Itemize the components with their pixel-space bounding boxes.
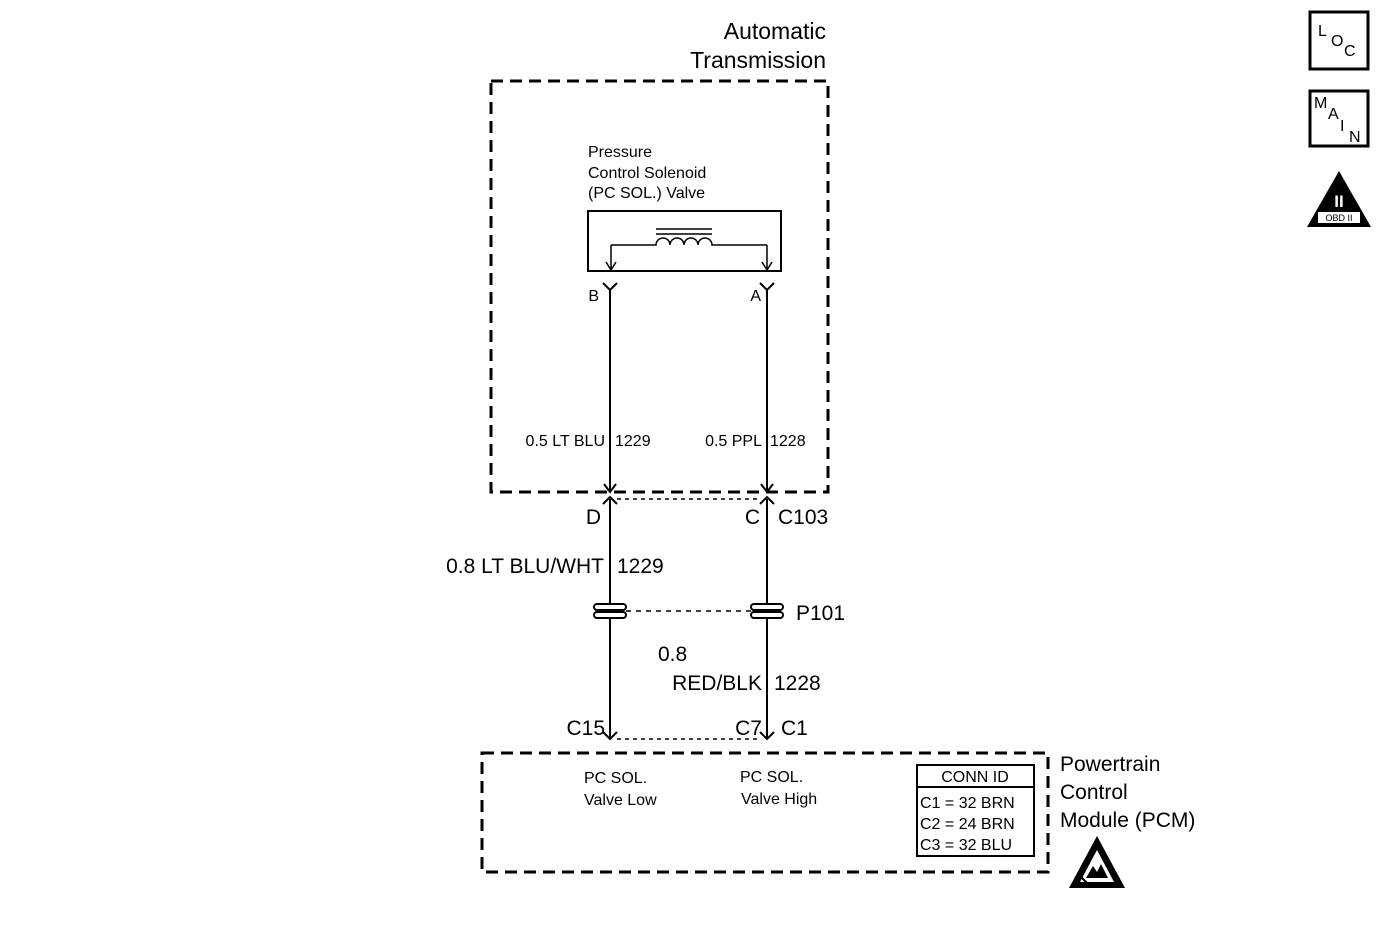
conn-id-row: C1 = 32 BRN <box>920 795 1015 812</box>
wire-1229-upper-color: 0.5 LT BLU <box>526 433 605 450</box>
pcm-pin-high-line2: Valve High <box>741 791 817 808</box>
pin-c7-label: C7 <box>735 717 762 740</box>
svg-text:C: C <box>1344 43 1356 60</box>
transmission-boundary <box>489 79 830 494</box>
pcm-label-line2: Control <box>1060 781 1128 804</box>
wire-1229-lower-color: 0.8 LT BLU/WHT <box>446 555 604 578</box>
wire-1228-lower-color: RED/BLK <box>672 672 762 695</box>
svg-text:I: I <box>1340 118 1344 135</box>
wire-1229-lower-circuit: 1229 <box>617 555 664 578</box>
solenoid-pin-b <box>602 282 618 292</box>
svg-text:A: A <box>1328 106 1339 123</box>
pin-a-label: A <box>750 288 761 305</box>
solenoid-label-line1: Pressure <box>588 144 652 161</box>
connector-c103-label: C103 <box>778 506 828 529</box>
connector-c1 <box>602 731 775 741</box>
wire-1228-lower-circuit: 1228 <box>774 672 821 695</box>
connector-p101 <box>593 603 784 619</box>
main-button[interactable]: M A I N <box>1308 89 1370 148</box>
conn-id-row: C2 = 24 BRN <box>920 816 1015 833</box>
wire-1228-upper-color: 0.5 PPL <box>705 433 762 450</box>
connector-p101-label: P101 <box>796 602 845 625</box>
wire-1229-upper-circuit: 1229 <box>615 433 651 450</box>
solenoid-label-line3: (PC SOL.) Valve <box>588 185 705 202</box>
transmission-label-line1: Automatic <box>724 18 826 44</box>
conn-id-header: CONN ID <box>941 769 1009 786</box>
svg-text:N: N <box>1349 129 1361 146</box>
conn-id-row: C3 = 32 BLU <box>920 837 1012 854</box>
obd-ii-label: OBD II <box>1325 213 1352 223</box>
svg-text:L: L <box>1318 23 1327 40</box>
obd-ii-icon[interactable]: II OBD II <box>1307 171 1371 227</box>
wire-1228-lower-gauge: 0.8 <box>658 643 687 666</box>
pcm-pin-low-line1: PC SOL. <box>584 770 647 787</box>
pin-c-label: C <box>745 506 760 529</box>
solenoid-component <box>587 210 782 272</box>
solenoid-pin-a <box>759 282 775 292</box>
pin-c15-label: C15 <box>566 717 605 740</box>
loc-button[interactable]: L O C <box>1308 10 1370 71</box>
pin-b-label: B <box>588 288 599 305</box>
obd-ii-numeral: II <box>1334 192 1343 211</box>
esd-warning-icon <box>1069 836 1125 888</box>
solenoid-label-line2: Control Solenoid <box>588 165 706 182</box>
conn-id-table: CONN ID C1 = 32 BRN C2 = 24 BRN C3 = 32 … <box>916 764 1035 857</box>
svg-text:O: O <box>1331 33 1343 50</box>
connector-c1-label: C1 <box>781 717 808 740</box>
pin-d-label: D <box>586 506 601 529</box>
pcm-pin-low-line2: Valve Low <box>584 792 657 809</box>
wire-1228-upper-circuit: 1228 <box>770 433 806 450</box>
svg-text:M: M <box>1314 95 1327 112</box>
transmission-label-line2: Transmission <box>690 47 826 73</box>
connector-c103 <box>602 495 775 505</box>
pcm-label-line3: Module (PCM) <box>1060 809 1195 832</box>
pcm-pin-high-line1: PC SOL. <box>740 769 803 786</box>
pcm-label-line1: Powertrain <box>1060 753 1160 776</box>
